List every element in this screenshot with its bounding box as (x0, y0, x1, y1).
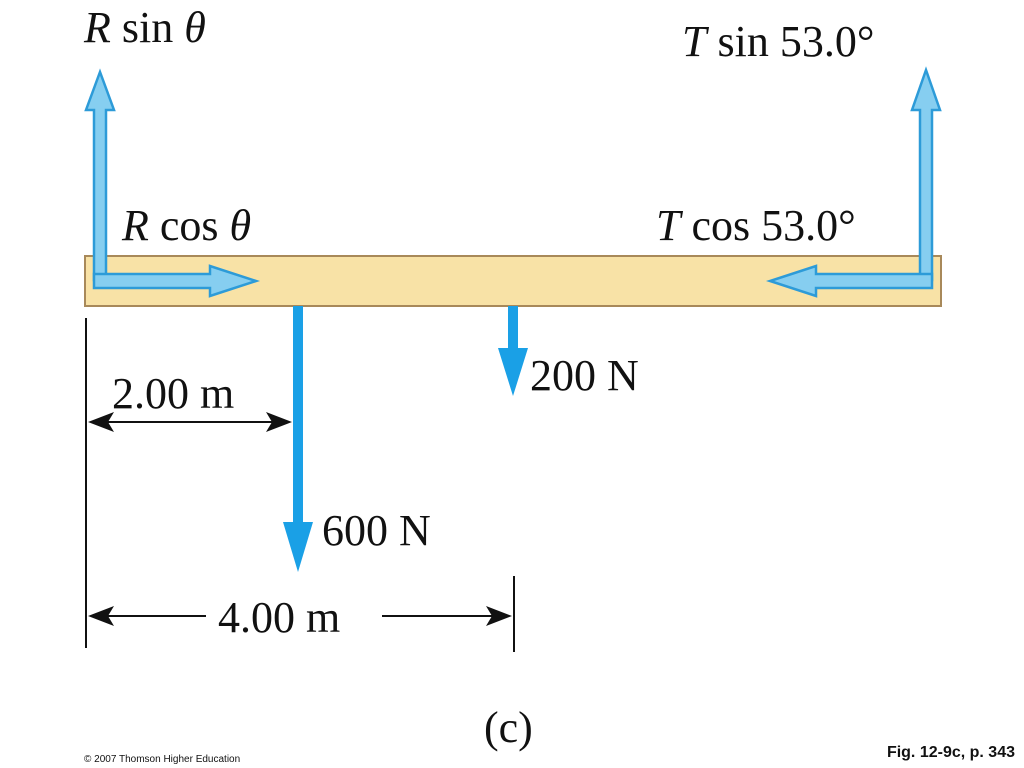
label-r-sin-theta: R sin θ (83, 3, 206, 52)
label-200n: 200 N (530, 351, 639, 400)
panel-label: (c) (484, 703, 533, 752)
figure-reference: Fig. 12-9c, p. 343 (887, 744, 1015, 761)
label-4m: 4.00 m (218, 593, 340, 642)
label-t-sin-53: T sin 53.0° (682, 17, 874, 66)
dimension-2m-arrow (88, 412, 292, 432)
r-sin-theta-arrow (84, 68, 116, 282)
label-t-cos-53: T cos 53.0° (656, 201, 856, 250)
dimension-4m-arrow (88, 606, 512, 626)
r-cos-theta-arrow (92, 264, 261, 298)
label-2m: 2.00 m (112, 369, 234, 418)
t-sin-arrow (910, 66, 942, 282)
t-cos-arrow (765, 264, 934, 298)
force-600n-arrow (283, 306, 313, 572)
force-200n-arrow (498, 306, 528, 396)
label-r-cos-theta: R cos θ (121, 201, 251, 250)
copyright-text: © 2007 Thomson Higher Education (84, 754, 240, 765)
label-600n: 600 N (322, 506, 431, 555)
